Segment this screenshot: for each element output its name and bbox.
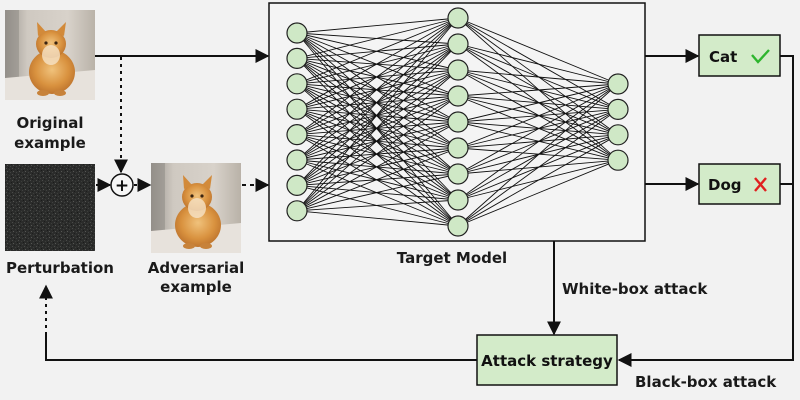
network-edge (457, 134, 619, 227)
output-box-cat: Cat (698, 34, 781, 77)
adversarial-example-image (151, 163, 241, 253)
network-edge (457, 17, 619, 85)
adversarial-example-label-line1: Adversarial (148, 259, 245, 277)
network-edge (296, 121, 459, 212)
input-node (286, 149, 308, 171)
attack-strategy-box: Attack strategy (476, 334, 618, 386)
black-box-arrow (617, 55, 794, 367)
hidden-node (447, 59, 469, 81)
output-label-cat: Cat (709, 48, 737, 66)
hidden-node (447, 33, 469, 55)
network-nodes (286, 7, 629, 237)
input-node (286, 22, 308, 44)
network-edge (296, 173, 459, 212)
output-node (607, 124, 629, 146)
network-edge (296, 17, 459, 161)
network-edge (296, 199, 459, 212)
network-edges (296, 17, 619, 227)
network-edge (457, 159, 619, 227)
hidden-node (447, 163, 469, 185)
hidden-node (447, 189, 469, 211)
perturbation-image (5, 164, 95, 251)
network-edge (296, 17, 459, 59)
checkmark-icon (751, 49, 770, 64)
network-edge (296, 210, 459, 227)
plus-operator-icon: + (110, 173, 134, 197)
input-node (286, 98, 308, 120)
output-node (607, 149, 629, 171)
hidden-node (447, 111, 469, 133)
output-box-dog: Dog (698, 163, 781, 205)
network-edge (457, 83, 619, 123)
network-edge (457, 83, 619, 201)
network-edge (296, 147, 459, 212)
black-box-label: Black-box attack (635, 373, 777, 391)
input-node (286, 174, 308, 196)
hidden-node (447, 137, 469, 159)
attack-strategy-label: Attack strategy (481, 352, 613, 370)
network-edge (296, 69, 459, 212)
input-node (286, 124, 308, 146)
target-model-label: Target Model (397, 249, 507, 267)
network-edge (296, 95, 459, 212)
output-node (607, 73, 629, 95)
original-example-image (5, 10, 95, 100)
hidden-node (447, 85, 469, 107)
hidden-node (447, 7, 469, 29)
output-node (607, 98, 629, 121)
network-edge (296, 17, 459, 85)
adversarial-example-label-line2: example (160, 278, 232, 296)
network-edge (457, 83, 619, 149)
perturbation-label: Perturbation (6, 259, 114, 277)
network-edge (296, 17, 459, 34)
network-edge (457, 83, 619, 175)
network-edge (457, 83, 619, 227)
network-edge (457, 109, 619, 227)
input-node (286, 73, 308, 95)
original-example-label-line1: Original (16, 114, 83, 132)
white-box-label: White-box attack (562, 280, 708, 298)
original-example-label-line2: example (14, 134, 86, 152)
network-edge (457, 43, 619, 85)
network-edge (296, 17, 459, 110)
network-edge (457, 69, 619, 85)
network-edge (296, 17, 459, 186)
cross-icon (754, 177, 767, 192)
feedback-line (45, 335, 477, 361)
network-edge (457, 83, 619, 97)
output-label-dog: Dog (708, 176, 742, 194)
network-edge (296, 17, 459, 212)
network-edge (296, 17, 459, 135)
svg-text:+: + (115, 176, 129, 196)
input-node (286, 200, 308, 222)
network-edge (296, 43, 459, 212)
input-node (286, 47, 308, 70)
hidden-node (447, 215, 469, 237)
